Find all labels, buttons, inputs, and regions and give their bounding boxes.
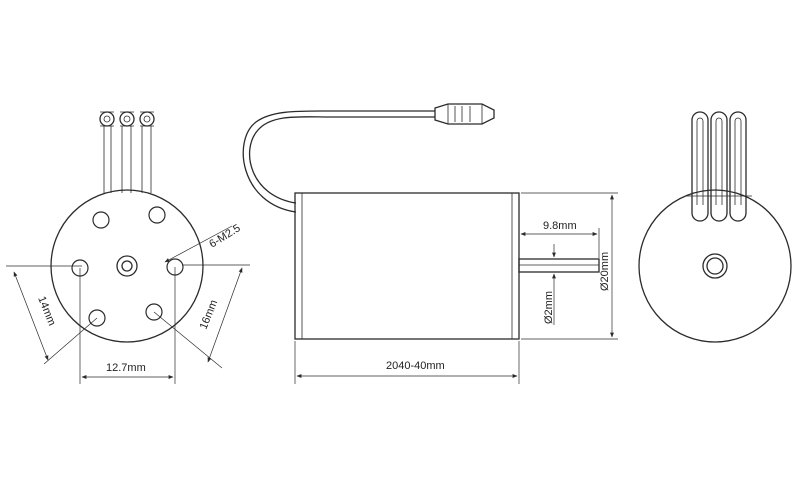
front-wires: [99, 111, 155, 193]
rear-shaft-inner: [706, 257, 724, 275]
rear-view: [638, 111, 792, 343]
mounting-holes: [71, 206, 184, 327]
dim-length-lines: 2040-40mm: [294, 341, 520, 384]
rear-wire-loops: [686, 111, 752, 222]
dim-mount-screws: 6-M2.5: [207, 222, 242, 250]
dim-shaft-diameter: Ø2mm: [543, 291, 555, 324]
front-shaft-outer: [116, 255, 138, 277]
wire-lead: [249, 116, 435, 204]
bullet-connector: [434, 103, 495, 125]
side-motor-body: [294, 192, 520, 340]
dim-body-length: 2040-40mm: [386, 360, 445, 372]
side-view: 9.8mm Ø2mm Ø20mm 2040-40mm: [242, 103, 618, 384]
dim-12-7-lines: 12.7mm: [79, 267, 176, 384]
front-shaft-inner: [121, 260, 133, 272]
dim-shaft-dia-lines: Ø2mm: [543, 244, 556, 325]
dim-pcd-large: 16mm: [198, 298, 221, 331]
rear-shaft-outer: [702, 253, 728, 279]
dim-body-diameter: Ø20mm: [599, 252, 611, 291]
dim-14-lines: 14mm: [6, 265, 98, 365]
front-face-view: 6-M2.5 14mm 16mm 12.7mm: [6, 111, 250, 384]
side-shaft: [518, 258, 600, 273]
dim-20-lines: Ø20mm: [521, 192, 618, 340]
dim-pcd-small: 14mm: [35, 295, 58, 328]
screw-leader: 6-M2.5: [164, 222, 243, 263]
rear-body-circle: [638, 189, 792, 343]
dim-hole-spacing: 12.7mm: [106, 362, 146, 374]
dim-shaft-length: 9.8mm: [543, 220, 577, 232]
dim-9-8-lines: 9.8mm: [518, 220, 600, 258]
